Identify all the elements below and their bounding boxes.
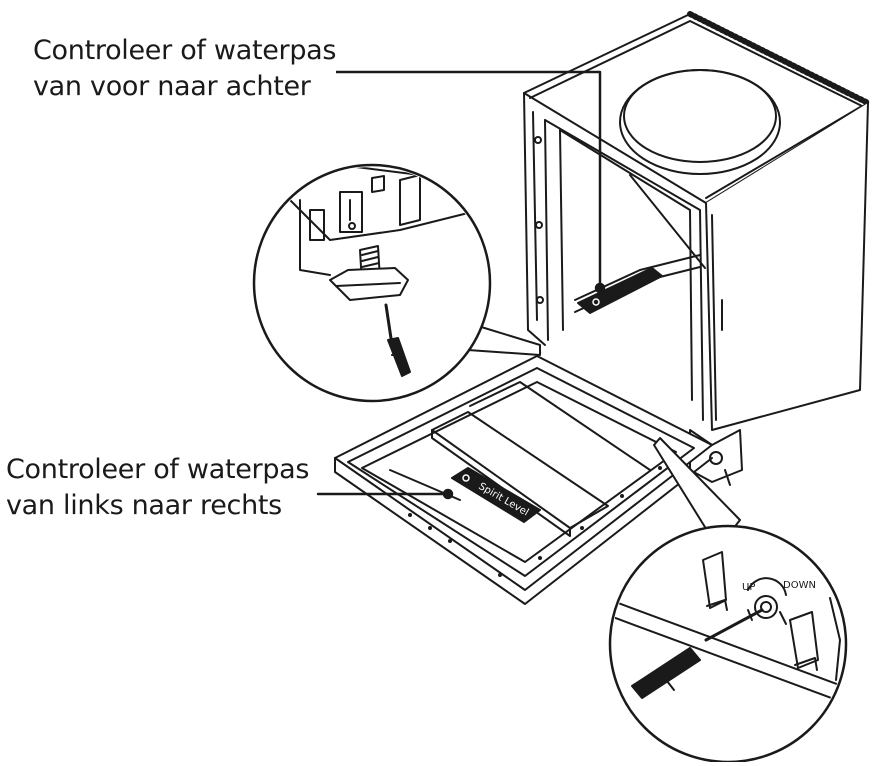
leader-lines: [308, 70, 606, 500]
label-front-to-back-line-2: van voor naar achter: [33, 71, 311, 102]
label-left-to-right-line-1: Controleer of waterpas: [6, 454, 310, 485]
callout-rear-adjustment: UP DOWN: [608, 437, 848, 764]
label-front-to-back: Controleer of waterpas van voor naar ach…: [33, 33, 337, 105]
leader-line-front-to-back: [308, 70, 602, 289]
spirit-level-back: [577, 267, 663, 314]
leader-dot-left-to-right: [442, 488, 454, 500]
callout-foot-adjustment: [252, 163, 541, 403]
leader-dot-front-to-back: [594, 282, 606, 294]
dishwasher-door: Spirit Level: [334, 355, 713, 605]
adjust-down-text: DOWN: [783, 580, 816, 591]
dishwasher-body: [523, 11, 871, 486]
label-left-to-right-line-2: van links naar rechts: [6, 490, 282, 521]
label-front-to-back-line-1: Controleer of waterpas: [33, 35, 337, 66]
adjust-up-text: UP: [742, 582, 755, 593]
label-left-to-right: Controleer of waterpas van links naar re…: [6, 452, 310, 524]
